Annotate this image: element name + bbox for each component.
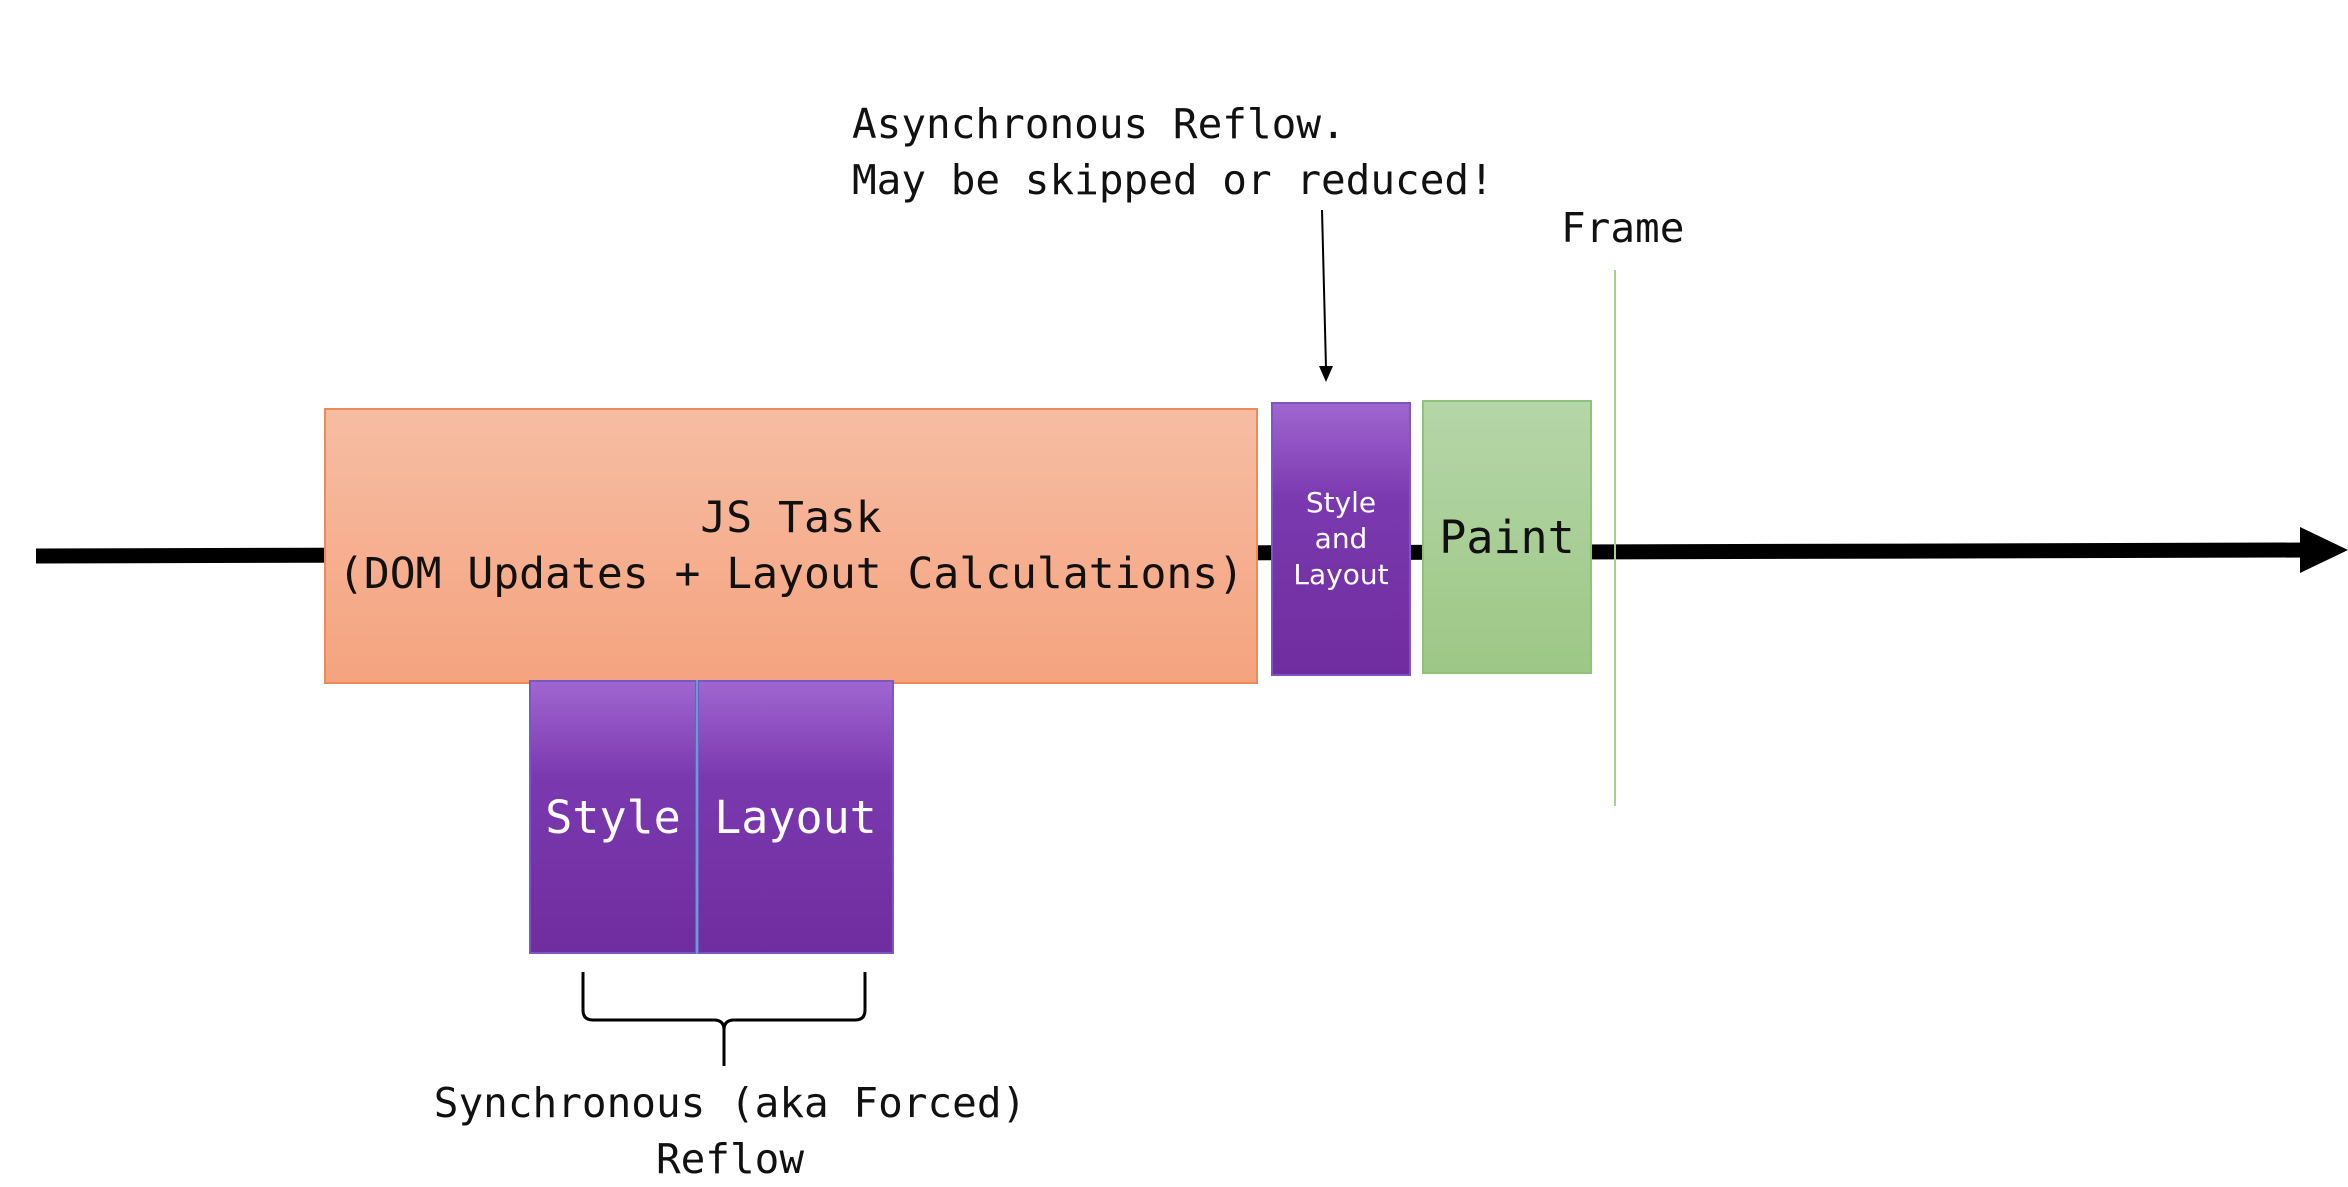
js-task-subtitle: (DOM Updates + Layout Calculations): [337, 549, 1245, 599]
async-box-line1: Style: [1305, 486, 1377, 519]
forced-reflow-brace: [581, 972, 867, 1066]
forced-layout-block: Layout: [697, 680, 894, 954]
async-note-line1: Asynchronous Reflow.: [852, 100, 1346, 148]
paint-label: Paint: [1439, 510, 1575, 564]
async-reflow-block: Style and Layout: [1271, 402, 1411, 676]
forced-style-block: Style: [529, 680, 697, 954]
forced-layout-label: Layout: [714, 790, 877, 844]
frame-label: Frame: [1561, 204, 1685, 252]
async-note-line2: May be skipped or reduced!: [852, 156, 1494, 204]
sync-caption-line1: Synchronous (aka Forced): [433, 1079, 1027, 1127]
js-task-title: JS Task: [700, 493, 882, 543]
timeline-arrowhead: [2300, 527, 2348, 573]
forced-style-label: Style: [545, 790, 681, 844]
async-reflow-note: Asynchronous Reflow. May be skipped or r…: [852, 96, 1494, 208]
async-box-line3: Layout: [1293, 558, 1389, 591]
paint-block: Paint: [1422, 400, 1592, 674]
forced-reflow-divider: [696, 680, 698, 954]
js-task-block: JS Task (DOM Updates + Layout Calculatio…: [324, 408, 1258, 684]
async-box-line2: and: [1314, 522, 1368, 555]
sync-caption-line2: Reflow: [655, 1135, 805, 1183]
async-pointer-arrow: [1319, 209, 1333, 382]
forced-reflow-caption: Synchronous (aka Forced) Reflow: [410, 1075, 1050, 1187]
